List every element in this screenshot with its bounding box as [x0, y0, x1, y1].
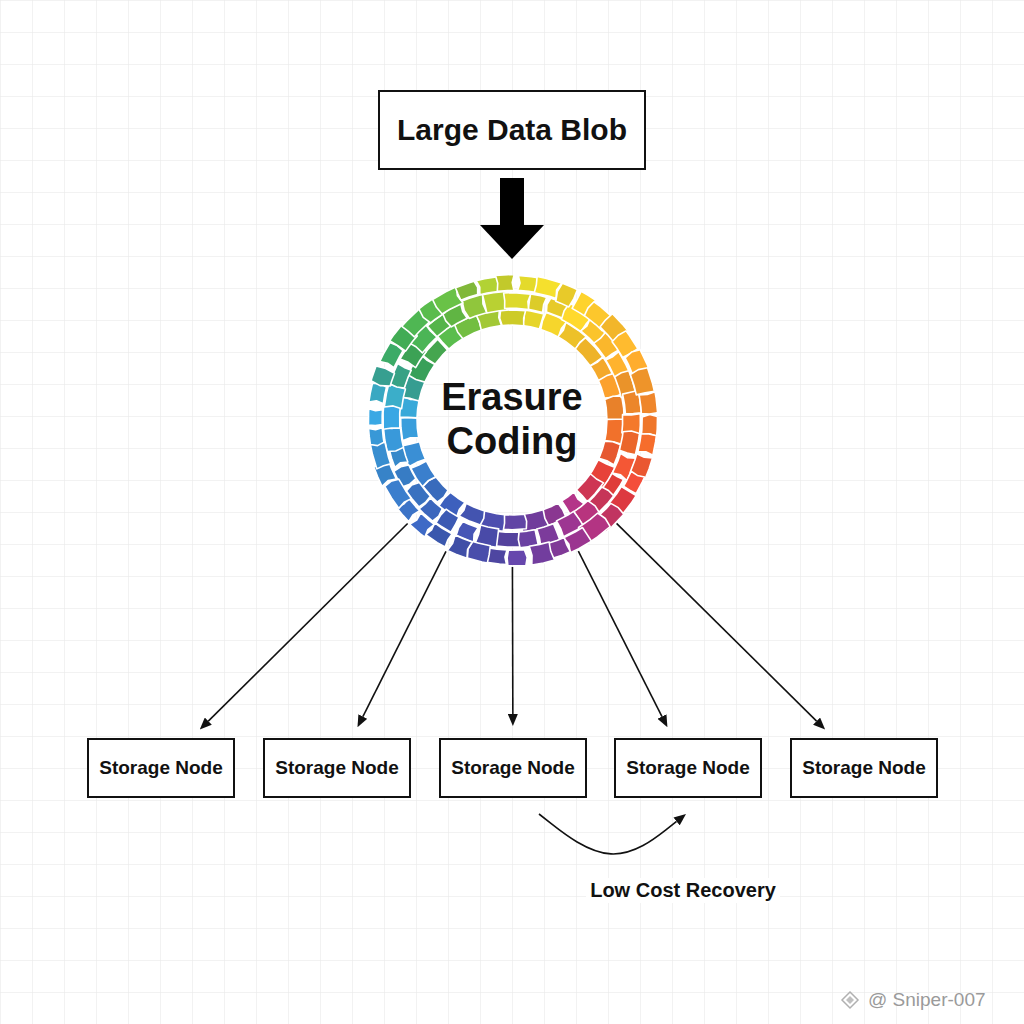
- node-label: Large Data Blob: [397, 113, 627, 148]
- ring-fragment: [504, 293, 531, 310]
- storage-node: Storage Node: [87, 738, 235, 798]
- storage-node: Storage Node: [790, 738, 938, 798]
- ring-fragment: [500, 310, 526, 326]
- node-label: Storage Node: [802, 757, 926, 779]
- ring-fragment: [371, 366, 394, 386]
- ring-fragment: [369, 428, 384, 446]
- ring-title: Erasure Coding: [432, 376, 592, 463]
- ring-fragment: [401, 417, 419, 440]
- ring-fragment: [410, 513, 435, 537]
- ring-fragment: [476, 277, 499, 295]
- flow-arrow: [500, 178, 524, 225]
- ring-fragment: [503, 514, 527, 530]
- ring-fragment: [528, 294, 547, 313]
- watermark: @ Sniper-007: [864, 988, 990, 1012]
- ring-fragment: [630, 368, 654, 395]
- node-label: Storage Node: [99, 757, 223, 779]
- distribution-arrow: [617, 523, 817, 721]
- storage-node: Storage Node: [614, 738, 762, 798]
- ring-fragment: [641, 415, 657, 437]
- ring-fragment: [495, 275, 514, 291]
- ring-fragment: [639, 392, 657, 414]
- recovery-arrow: [539, 814, 677, 854]
- ring-fragment: [447, 535, 472, 558]
- ring-fragment: [385, 479, 412, 508]
- distribution-arrow: [512, 567, 514, 714]
- node-label: Storage Node: [626, 757, 750, 779]
- erasure-coding-ring: Erasure Coding: [367, 275, 657, 565]
- ring-fragment: [605, 396, 624, 421]
- edge-label: Low Cost Recovery: [586, 878, 780, 903]
- distribution-arrow: [578, 551, 662, 716]
- storage-node: Storage Node: [263, 738, 411, 798]
- ring-fragment: [507, 550, 527, 565]
- ring-fragment: [456, 281, 478, 300]
- watermark-icon: [842, 992, 858, 1008]
- input-box: Large Data Blob: [378, 90, 646, 170]
- ring-fragment: [370, 442, 390, 469]
- ring-fragment: [368, 409, 382, 426]
- node-label: Storage Node: [275, 757, 399, 779]
- storage-node: Storage Node: [439, 738, 587, 798]
- distribution-arrow: [208, 523, 407, 721]
- ring-fragment: [529, 542, 554, 565]
- ring-fragment: [619, 431, 639, 455]
- node-label: Storage Node: [451, 757, 575, 779]
- ring-fragment: [411, 461, 436, 487]
- distribution-arrow: [363, 551, 446, 716]
- ring-fragment: [638, 434, 656, 455]
